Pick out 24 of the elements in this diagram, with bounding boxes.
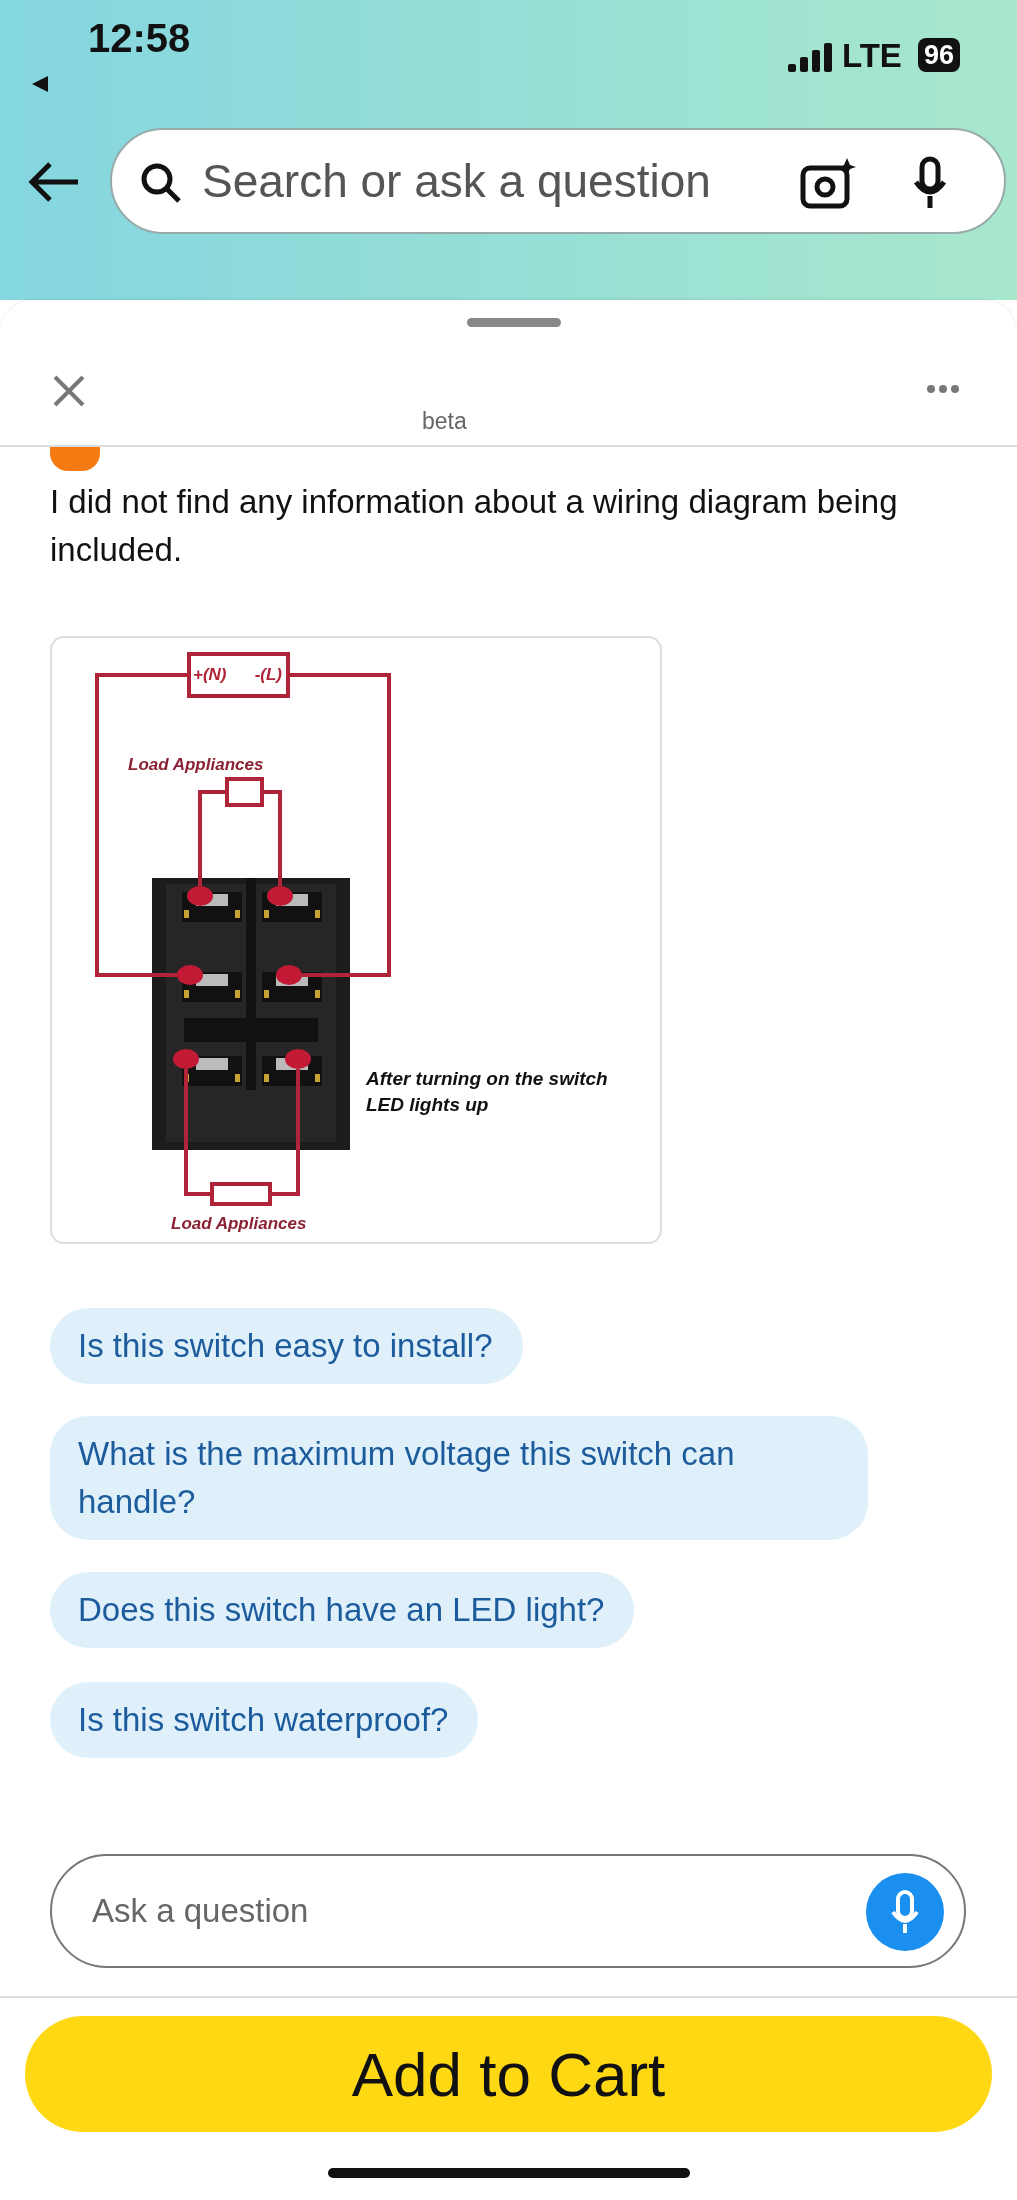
network-type: LTE [842, 37, 902, 75]
wire [264, 790, 282, 886]
load-label: Load Appliances [128, 755, 264, 775]
wire [184, 1069, 210, 1196]
add-to-cart-button: Add to Cart [25, 2016, 992, 2132]
wire [198, 790, 225, 886]
battery-level: 96 [918, 38, 961, 72]
polarity-label: +(N) [193, 665, 227, 685]
wire [95, 673, 187, 977]
caption-text: After turning on the switch LED lights up [366, 1067, 609, 1117]
wire [272, 1069, 300, 1196]
wire [290, 673, 391, 977]
beta-tag: beta [422, 408, 467, 435]
suggestion-chip: Does this switch have an LED light? [50, 1572, 635, 1648]
suggestion-chip: Is this switch easy to install? [50, 1308, 523, 1384]
question-input-field: Ask a question [50, 1854, 966, 1968]
power-terminal-box [187, 652, 290, 698]
answer-text: I did not find any information about a wiring diagram being included. [50, 482, 899, 570]
clock-time: 12:58 [88, 16, 191, 61]
suggestion-chip: Is this switch waterproof? [50, 1682, 479, 1758]
suggestion-chip: What is the maximum voltage this switch can handle? [50, 1416, 868, 1540]
load-label: Load Appliances [171, 1214, 307, 1234]
search-field: Search or ask a question [110, 128, 1006, 234]
polarity-label: -(L) [254, 665, 282, 685]
